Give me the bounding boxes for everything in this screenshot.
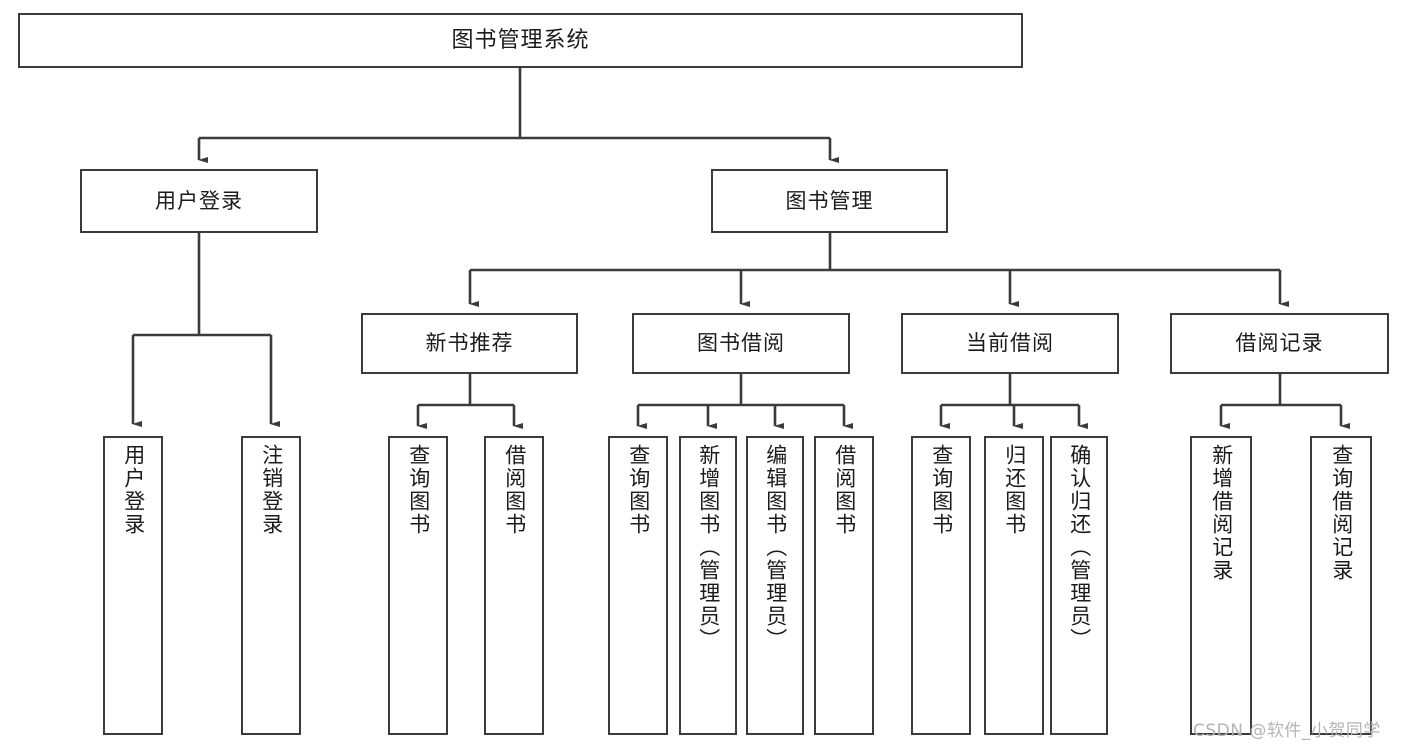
node-current-borrow-label: 当前借阅 <box>966 331 1054 356</box>
leaf-borrow-book[interactable]: 借阅图书 <box>814 436 874 735</box>
leaf-query-book-current[interactable]: 查询图书 <box>911 436 971 735</box>
node-root-label: 图书管理系统 <box>451 27 590 53</box>
leaf-add-book-admin[interactable]: 新增图书（管理员） <box>679 436 737 735</box>
leaf-borrow-book-label: 借阅图书 <box>832 444 857 536</box>
node-user-login[interactable]: 用户登录 <box>80 169 318 233</box>
node-new-book-recommend-label: 新书推荐 <box>425 331 514 356</box>
leaf-query-book-recommend[interactable]: 查询图书 <box>388 436 448 735</box>
node-borrow-record[interactable]: 借阅记录 <box>1170 313 1389 374</box>
leaf-add-borrow-record-label: 新增借阅记录 <box>1209 444 1234 582</box>
leaf-edit-book-admin-label: 编辑图书（管理员） <box>763 444 788 651</box>
leaf-query-borrow-record[interactable]: 查询借阅记录 <box>1310 436 1372 735</box>
node-user-login-label: 用户登录 <box>155 188 243 213</box>
leaf-query-book-current-label: 查询图书 <box>929 444 954 536</box>
leaf-logout[interactable]: 注销登录 <box>241 436 301 735</box>
node-book-borrow-label: 图书借阅 <box>697 331 785 356</box>
node-current-borrow[interactable]: 当前借阅 <box>901 313 1119 374</box>
leaf-return-book-label: 归还图书 <box>1002 444 1027 536</box>
node-borrow-record-label: 借阅记录 <box>1235 331 1324 356</box>
leaf-user-login-label: 用户登录 <box>121 444 146 536</box>
leaf-query-book-borrow-label: 查询图书 <box>626 444 651 536</box>
node-book-borrow[interactable]: 图书借阅 <box>632 313 850 374</box>
leaf-add-borrow-record[interactable]: 新增借阅记录 <box>1190 436 1252 735</box>
leaf-query-book-borrow[interactable]: 查询图书 <box>608 436 668 735</box>
leaf-edit-book-admin[interactable]: 编辑图书（管理员） <box>746 436 804 735</box>
leaf-query-borrow-record-label: 查询借阅记录 <box>1329 444 1354 582</box>
leaf-return-book[interactable]: 归还图书 <box>984 436 1044 735</box>
leaf-query-book-recommend-label: 查询图书 <box>406 444 431 536</box>
leaf-add-book-admin-label: 新增图书（管理员） <box>696 444 721 651</box>
leaf-confirm-return-admin-label: 确认归还（管理员） <box>1067 444 1092 651</box>
leaf-user-login[interactable]: 用户登录 <box>103 436 163 735</box>
csdn-watermark: CSDN @软件_小贺同学 <box>1193 721 1381 741</box>
node-book-management-label: 图书管理 <box>785 188 874 213</box>
leaf-borrow-book-recommend[interactable]: 借阅图书 <box>484 436 544 735</box>
leaf-borrow-book-recommend-label: 借阅图书 <box>502 444 527 536</box>
node-book-management[interactable]: 图书管理 <box>711 169 948 233</box>
leaf-logout-label: 注销登录 <box>259 444 284 536</box>
node-root[interactable]: 图书管理系统 <box>18 13 1023 68</box>
leaf-confirm-return-admin[interactable]: 确认归还（管理员） <box>1050 436 1108 735</box>
node-new-book-recommend[interactable]: 新书推荐 <box>361 313 578 374</box>
